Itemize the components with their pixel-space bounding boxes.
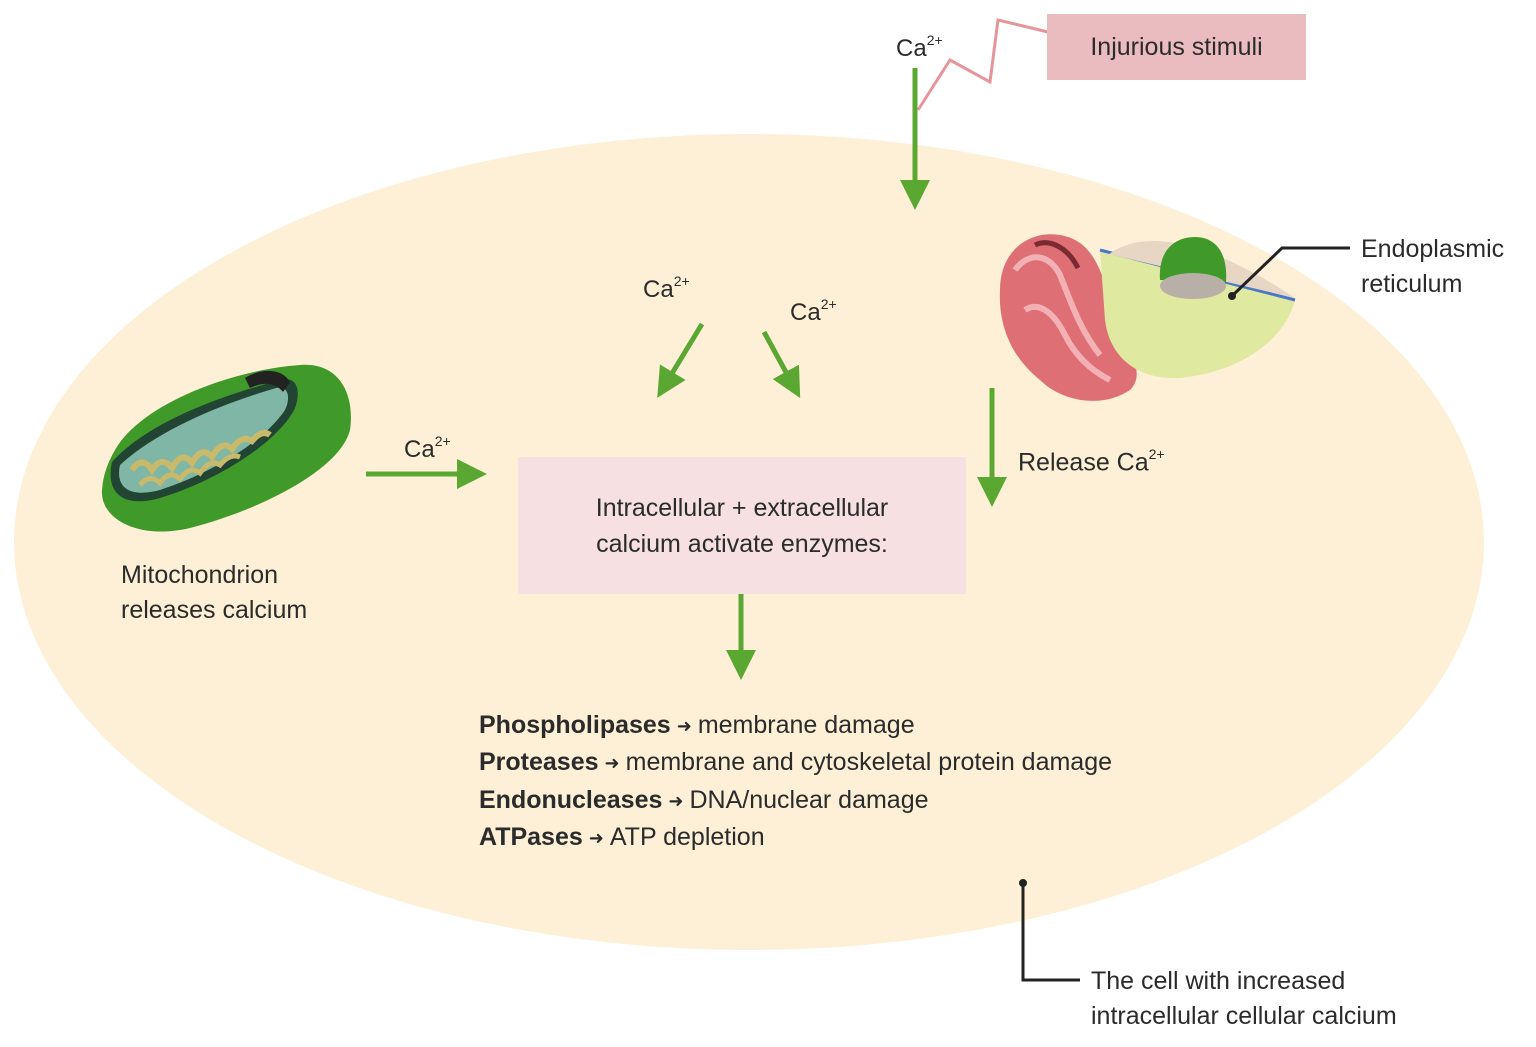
enzyme-row: Phospholipases➜membrane damage [479,711,915,739]
release-ca-label: Release Ca2+ [1018,446,1165,477]
enzyme-list: Phospholipases➜membrane damage Proteases… [479,708,1112,857]
er-pointer-line [1230,246,1350,298]
arrow-ca-right [761,330,801,399]
ca-label-left: Ca2+ [643,273,690,303]
ca-label-stimulus: Ca2+ [896,32,943,62]
arrows [366,68,1007,680]
enzyme-activation-box: Intracellular + extracellular calcium ac… [518,457,966,594]
injurious-stimuli-label: Injurious stimuli [1090,32,1263,61]
ca-label-right: Ca2+ [790,296,837,326]
cell-pointer-line [1021,883,1080,982]
center-line-1: Intracellular + extracellular [595,493,889,522]
enzyme-row: Proteases➜membrane and cytoskeletal prot… [479,748,1113,777]
er-pointer-dot [1228,292,1236,300]
enzyme-row: ATPases➜ATP depletion [479,822,765,851]
injurious-stimuli-box: Injurious stimuli [1047,14,1306,80]
cell-label: The cell with increased intracellular ce… [1091,967,1397,1030]
cell-pointer-dot [1019,879,1027,887]
center-line-2: calcium activate enzymes: [596,529,888,558]
arrow-ca-left [657,322,705,398]
mitochondrion-icon [101,364,351,532]
mitochondrion-label: Mitochondrion releases calcium [121,561,308,624]
ca-label-mitochondrion: Ca2+ [404,433,451,463]
er-label: Endoplasmic reticulum [1361,235,1505,298]
stimulus-lightning [916,18,1049,111]
enzyme-row: Endonucleases➜DNA/nuclear damage [479,785,929,814]
